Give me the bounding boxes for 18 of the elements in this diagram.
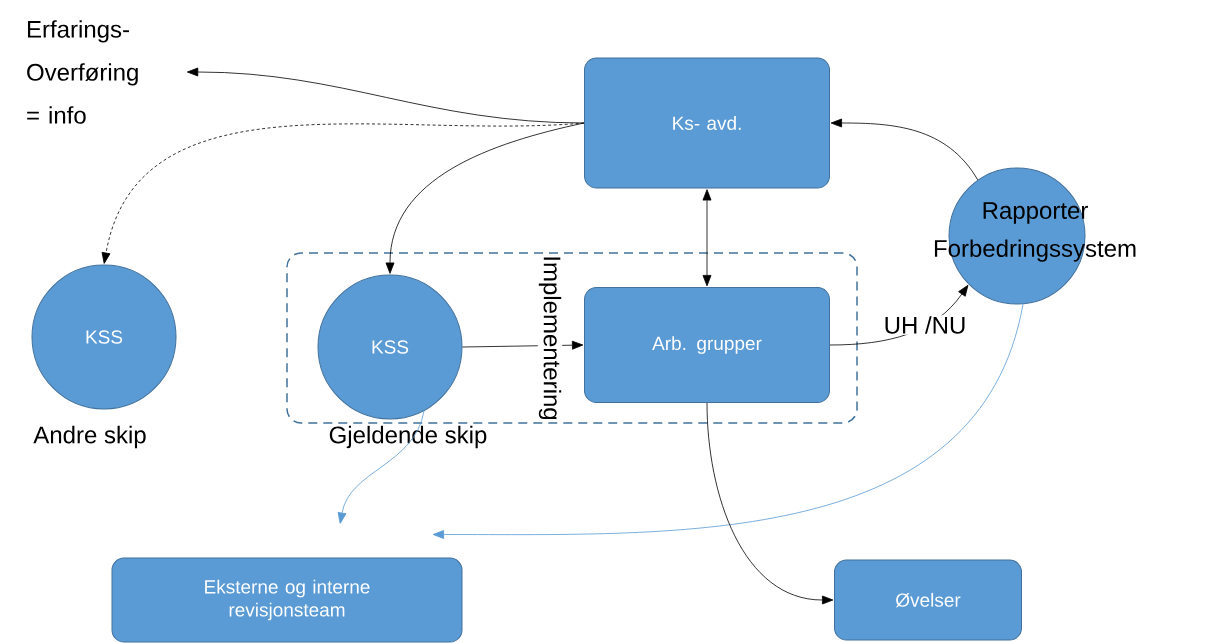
arrow (337, 410, 425, 524)
arrow (830, 118, 979, 181)
process-box: Arb. grupper (584, 287, 830, 403)
arrow (706, 402, 834, 605)
caption-text: Gjeldende skip (329, 425, 487, 449)
arrow (101, 122, 585, 264)
arrow (186, 67, 585, 124)
caption-text: Andre skip (33, 425, 146, 449)
process-box: Eksterne og interne revisjonsteam (111, 557, 463, 643)
edge-label: UH /NU (882, 315, 968, 335)
text-label: Erfarings- Overføring = info (27, 20, 138, 124)
arrow (385, 122, 585, 274)
arrow (702, 189, 712, 287)
arrow (432, 303, 1024, 539)
process-box: Øvelser (834, 559, 1022, 641)
process-box: Ks- avd. (584, 57, 830, 189)
dashed-group-box (286, 252, 858, 424)
vertical-label: Implementering (537, 254, 563, 422)
